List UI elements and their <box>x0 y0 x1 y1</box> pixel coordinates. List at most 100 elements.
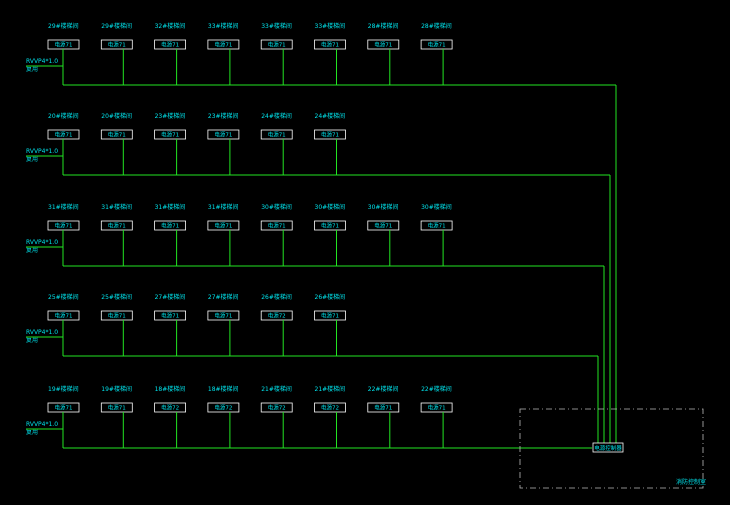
device-box-label: 电源71 <box>55 404 73 412</box>
device-box <box>420 402 453 413</box>
device-box <box>314 220 346 231</box>
device-box-label: 电源71 <box>55 131 73 139</box>
trunk-layer <box>597 85 617 443</box>
device-box <box>260 310 293 321</box>
device-location-label: 22#楼梯间 <box>368 385 399 393</box>
device-box-label: 电源71 <box>214 41 232 49</box>
device-box-label: 电源71 <box>214 131 232 139</box>
device-location-label: 29#楼梯间 <box>101 22 132 30</box>
device-location-label: 25#楼梯间 <box>101 293 132 301</box>
device-box-label: 电源71 <box>161 312 179 320</box>
device-location-label: 30#楼梯间 <box>368 203 399 211</box>
device-box <box>154 402 187 413</box>
device-location-label: 27#楼梯间 <box>155 293 186 301</box>
power-controller-box <box>592 442 624 453</box>
row-4: RVVP4*1.0复用25#楼梯间电源7125#楼梯间电源7127#楼梯间电源7… <box>26 293 598 357</box>
device-location-label: 31#楼梯间 <box>208 203 239 211</box>
device-location-label: 31#楼梯间 <box>155 203 186 211</box>
device-box-label: 电源71 <box>161 41 179 49</box>
device-location-label: 25#楼梯间 <box>48 293 79 301</box>
device-box-label: 电源71 <box>428 222 446 230</box>
device-location-label: 33#楼梯间 <box>208 22 239 30</box>
cable-label: RVVP4*1.0 <box>26 329 58 336</box>
cable-sub-label: 复用 <box>26 65 38 73</box>
device-box-label: 电源71 <box>268 222 286 230</box>
device-box-label: 电源71 <box>321 41 339 49</box>
device-box-label: 电源71 <box>161 131 179 139</box>
device-box <box>207 39 240 50</box>
device-location-label: 31#楼梯间 <box>48 203 79 211</box>
device-box <box>260 129 293 140</box>
device-location-label: 24#楼梯间 <box>315 112 346 120</box>
device-box-label: 电源71 <box>55 312 73 320</box>
device-box <box>314 402 346 413</box>
cable-sub-label: 复用 <box>26 428 38 436</box>
device-location-label: 30#楼梯间 <box>315 203 346 211</box>
device-box <box>154 220 187 231</box>
device-box <box>420 39 453 50</box>
device-box-label: 电源71 <box>55 41 73 49</box>
device-box <box>154 310 187 321</box>
device-box <box>100 129 133 140</box>
device-box-label: 电源71 <box>108 404 126 412</box>
device-box <box>207 402 240 413</box>
device-location-label: 29#楼梯间 <box>48 22 79 30</box>
device-box <box>367 220 400 231</box>
device-location-label: 22#楼梯间 <box>421 385 452 393</box>
device-box <box>100 402 133 413</box>
device-box-label: 电源71 <box>108 222 126 230</box>
cable-sub-label: 复用 <box>26 155 38 163</box>
device-box-label: 电源72 <box>321 404 339 412</box>
device-box <box>367 39 400 50</box>
device-location-label: 20#楼梯间 <box>48 112 79 120</box>
device-location-label: 26#楼梯间 <box>261 293 292 301</box>
row-2: RVVP4*1.0复用20#楼梯间电源7120#楼梯间电源7123#楼梯间电源7… <box>26 112 610 176</box>
cable-sub-label: 复用 <box>26 246 38 254</box>
device-box-label: 电源71 <box>108 131 126 139</box>
device-box-label: 电源71 <box>374 41 392 49</box>
device-box-label: 电源71 <box>428 41 446 49</box>
device-box <box>207 310 240 321</box>
device-location-label: 21#楼梯间 <box>315 385 346 393</box>
device-box-label: 电源71 <box>55 222 73 230</box>
device-location-label: 21#楼梯间 <box>261 385 292 393</box>
device-location-label: 33#楼梯间 <box>261 22 292 30</box>
cable-sub-label: 复用 <box>26 336 38 344</box>
cable-label: RVVP4*1.0 <box>26 239 58 246</box>
device-box-label: 电源71 <box>214 222 232 230</box>
power-controller-label: 电源控制器 <box>594 444 622 452</box>
device-box-label: 电源71 <box>321 131 339 139</box>
device-box <box>260 402 293 413</box>
device-location-label: 30#楼梯间 <box>261 203 292 211</box>
device-location-label: 31#楼梯间 <box>101 203 132 211</box>
device-location-label: 27#楼梯间 <box>208 293 239 301</box>
device-box-label: 电源71 <box>108 41 126 49</box>
cable-label: RVVP4*1.0 <box>26 148 58 155</box>
device-location-label: 19#楼梯间 <box>48 385 79 393</box>
